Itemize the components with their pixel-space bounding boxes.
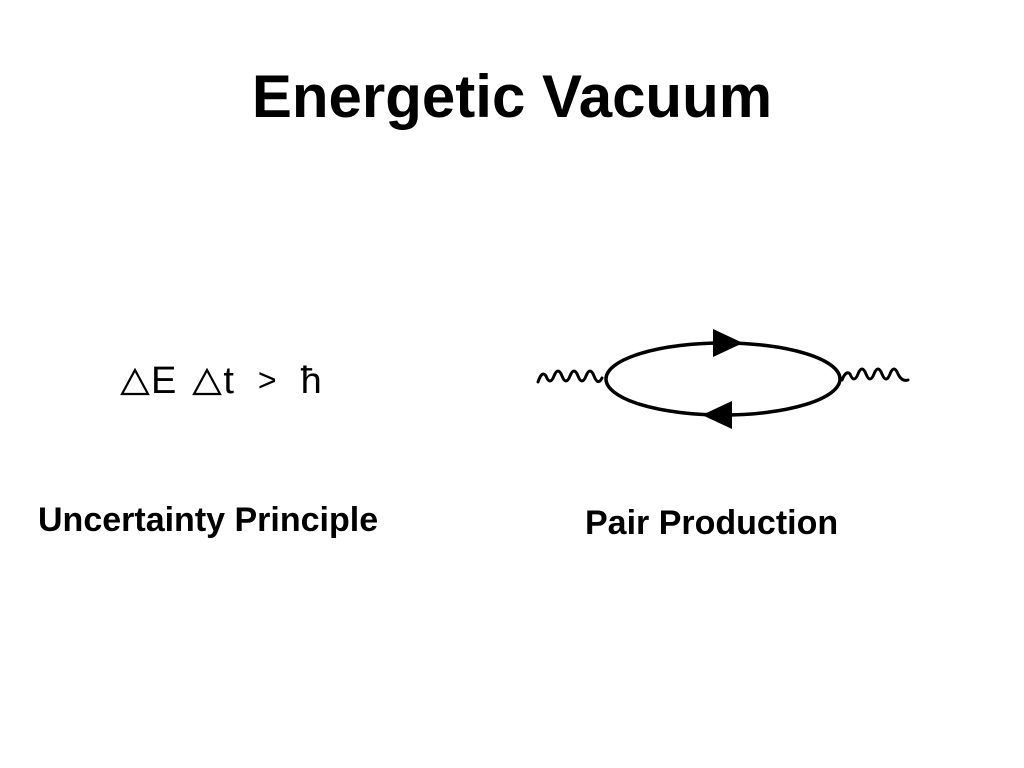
time-symbol: t <box>223 360 234 402</box>
delta-triangle-icon <box>120 367 150 396</box>
energy-symbol: E <box>151 360 177 402</box>
arrow-top-icon <box>713 329 743 357</box>
pair-production-diagram <box>536 329 910 429</box>
delta-triangle-icon <box>192 367 223 396</box>
pair-production-caption: Pair Production <box>585 504 839 542</box>
photon-wavy-line-right <box>840 367 910 382</box>
slide-title: Energetic Vacuum <box>251 63 773 130</box>
photon-wavy-line-left <box>536 369 604 384</box>
fermion-loop <box>604 341 842 417</box>
arrow-bottom-icon <box>702 401 732 429</box>
relation-symbol: > <box>257 362 277 398</box>
reduced-planck-constant: ħ <box>300 360 322 402</box>
uncertainty-principle-caption: Uncertainty Principle <box>38 501 379 539</box>
uncertainty-equation: E t > ħ <box>120 356 322 404</box>
